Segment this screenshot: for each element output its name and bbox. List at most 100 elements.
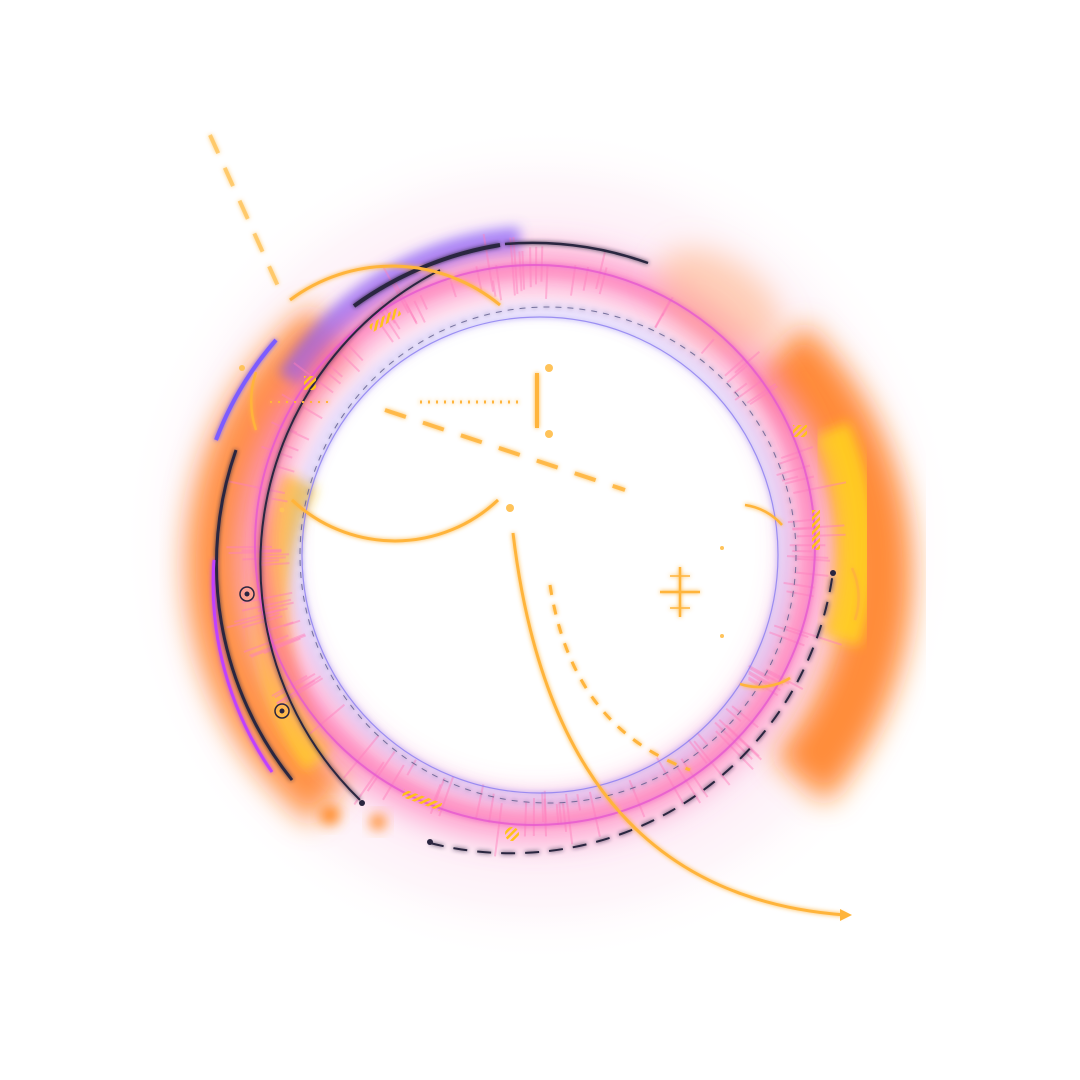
- spoke-line: [565, 793, 574, 845]
- markers: [239, 364, 836, 845]
- spoke-line: [281, 393, 323, 420]
- spoke-line: [687, 739, 708, 764]
- spoke-line: [382, 764, 405, 801]
- spoke-line: [718, 718, 762, 761]
- spoke-line: [419, 294, 428, 310]
- spoke-line: [495, 265, 503, 301]
- spoke-line: [654, 312, 665, 329]
- spoke-line: [796, 533, 846, 538]
- spoke-line: [228, 480, 286, 495]
- spoke-line: [309, 703, 346, 735]
- crosshair-icon: [660, 567, 700, 617]
- spoke-line: [521, 250, 526, 290]
- spoke-line: [406, 759, 417, 776]
- spoke-line: [259, 559, 280, 563]
- spoke-line: [724, 357, 745, 377]
- spoke-line: [746, 383, 777, 404]
- spoke-line: [242, 591, 293, 604]
- spoke-line: [748, 664, 784, 686]
- spoke-line: [274, 672, 316, 699]
- spoke-line: [226, 612, 280, 629]
- spoke-line: [725, 707, 742, 723]
- spoke-line: [780, 445, 814, 460]
- spoke-line: [558, 802, 563, 825]
- line-work: [208, 134, 860, 917]
- spoke-line: [725, 724, 760, 757]
- spoke-line: [555, 803, 560, 825]
- spoke-line: [676, 766, 702, 804]
- spoke-line: [263, 637, 301, 655]
- spoke-line: [595, 250, 607, 290]
- spoke-line: [792, 527, 815, 531]
- spoke-line: [749, 385, 778, 406]
- spoke-line: [748, 670, 781, 692]
- spoke-line: [541, 792, 545, 823]
- spoke-line: [261, 553, 290, 557]
- spoke-line: [328, 364, 343, 378]
- spoke-line: [381, 264, 410, 314]
- spoke-line: [392, 279, 418, 323]
- spoke-line: [656, 757, 685, 804]
- spoke-line: [242, 615, 283, 629]
- spoke-line: [696, 732, 708, 745]
- spoke-line: [784, 475, 815, 485]
- spoke-line: [576, 794, 582, 811]
- spoke-line: [378, 307, 401, 340]
- spoke-line: [249, 633, 306, 657]
- spoke-line: [488, 793, 495, 823]
- spoke-line: [765, 668, 804, 690]
- spoke-line: [342, 339, 364, 362]
- spoke-line: [570, 264, 577, 296]
- spoke-line: [786, 590, 814, 598]
- spoke-line: [562, 803, 568, 833]
- spoke-line: [482, 233, 495, 292]
- spoke-line: [276, 675, 322, 705]
- spoke-line: [267, 621, 294, 632]
- spoke-line: [715, 730, 754, 770]
- spoke-line: [279, 677, 324, 706]
- spoke-line: [366, 750, 396, 792]
- spoke-line: [494, 803, 503, 857]
- spoke-line: [582, 266, 590, 291]
- spoke-line: [405, 303, 418, 325]
- spoke-line: [748, 666, 770, 681]
- spoke-line: [787, 518, 814, 524]
- spoke-line: [261, 445, 293, 459]
- spoke-line: [276, 441, 299, 452]
- spoke-line: [343, 734, 380, 779]
- spoke-line: [413, 300, 426, 323]
- spoke-line: [234, 607, 288, 623]
- spoke-line: [283, 619, 301, 627]
- spoke-line: [529, 247, 532, 288]
- spoke-line: [783, 581, 815, 589]
- spoke-line: [250, 634, 307, 658]
- spoke-line: [353, 761, 385, 806]
- spoke-line: [794, 571, 829, 577]
- spoke-line: [258, 562, 290, 567]
- spoke-line: [748, 672, 768, 686]
- hatched-tags: [304, 307, 820, 841]
- spoke-line: [242, 556, 286, 561]
- spoke-line: [449, 278, 457, 298]
- spoke-line: [543, 790, 547, 822]
- spoke-line: [794, 557, 831, 562]
- spoke-line: [540, 246, 544, 282]
- spoke-line: [793, 481, 847, 494]
- spoke-line: [491, 280, 497, 297]
- spoke-line: [523, 802, 528, 837]
- spoke-line: [241, 598, 292, 612]
- spoke-line: [271, 497, 288, 503]
- spoke-line: [654, 300, 671, 328]
- spoke-line: [628, 779, 646, 818]
- spoke-line: [271, 421, 310, 441]
- spoke-line: [335, 347, 361, 373]
- spoke-line: [243, 634, 289, 653]
- spoke-line: [785, 625, 842, 646]
- spoke-line: [518, 251, 523, 292]
- spoke-line: [769, 631, 805, 647]
- spoke-line: [588, 791, 601, 837]
- spoke-line: [433, 784, 442, 802]
- spoke-line: [271, 674, 308, 697]
- radial-spokes: [226, 233, 847, 857]
- spoke-line: [786, 555, 829, 559]
